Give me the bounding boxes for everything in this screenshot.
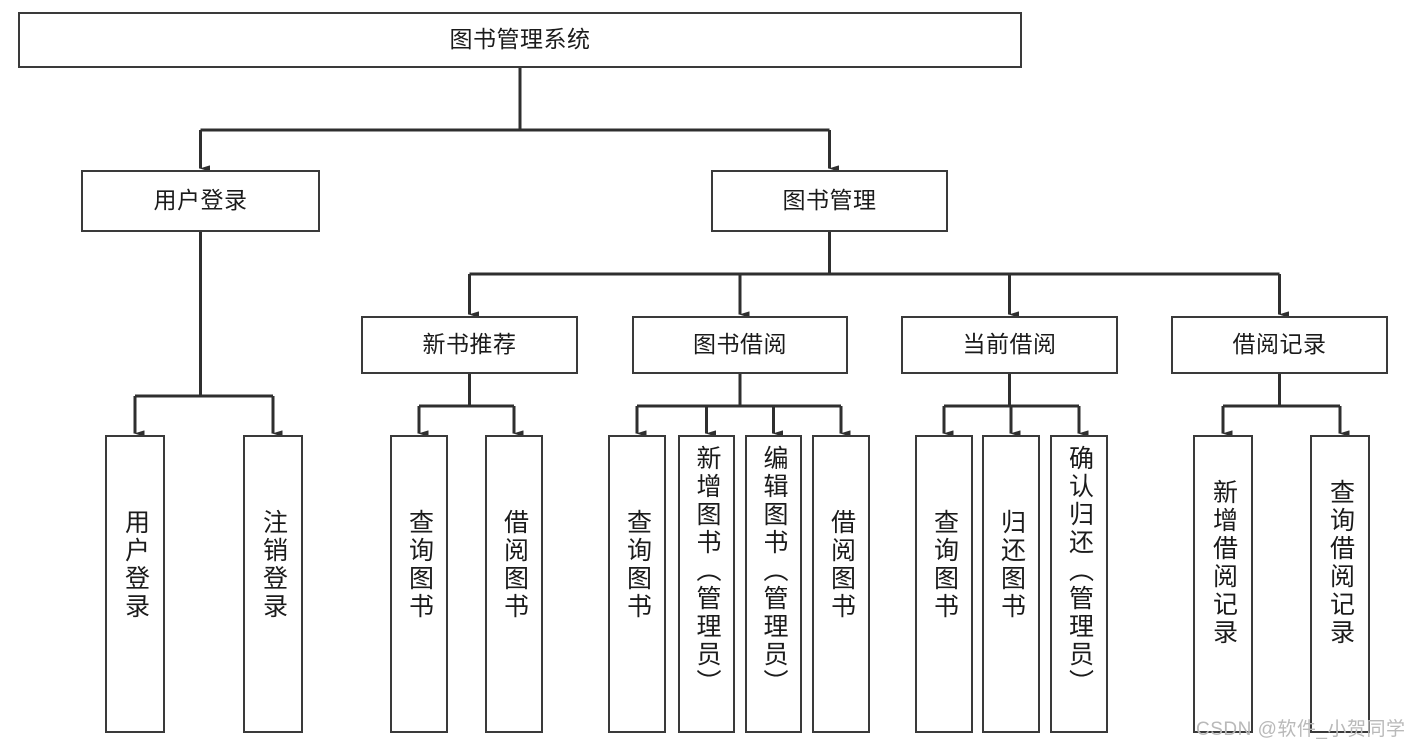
node-label: 借阅图书 <box>500 509 529 621</box>
node-leaf6[interactable]: 新增图书（管理员） <box>678 435 735 733</box>
node-bookmgmt[interactable]: 图书管理 <box>711 170 948 232</box>
node-label: 用户登录 <box>153 187 248 214</box>
node-newbook[interactable]: 新书推荐 <box>361 316 578 374</box>
node-label: 确认归还（管理员） <box>1065 445 1094 697</box>
node-label: 借阅记录 <box>1232 331 1327 358</box>
node-leaf10[interactable]: 归还图书 <box>982 435 1040 733</box>
node-label: 当前借阅 <box>962 331 1057 358</box>
node-label: 查询图书 <box>405 509 434 621</box>
node-leaf8[interactable]: 借阅图书 <box>812 435 870 733</box>
node-root[interactable]: 图书管理系统 <box>18 12 1022 68</box>
node-leaf2[interactable]: 注销登录 <box>243 435 303 733</box>
node-label: 新增借阅记录 <box>1209 479 1238 647</box>
node-label: 新增图书（管理员） <box>693 445 721 697</box>
node-label: 查询图书 <box>623 509 652 621</box>
node-leaf9[interactable]: 查询图书 <box>915 435 973 733</box>
node-records[interactable]: 借阅记录 <box>1171 316 1388 374</box>
node-label: 编辑图书（管理员） <box>760 445 788 697</box>
node-label: 图书借阅 <box>693 331 787 358</box>
node-current[interactable]: 当前借阅 <box>901 316 1118 374</box>
node-leaf5[interactable]: 查询图书 <box>608 435 666 733</box>
node-label: 新书推荐 <box>422 331 517 358</box>
node-label: 用户登录 <box>121 509 150 621</box>
node-leaf13[interactable]: 查询借阅记录 <box>1310 435 1370 733</box>
node-borrow[interactable]: 图书借阅 <box>632 316 848 374</box>
node-leaf12[interactable]: 新增借阅记录 <box>1193 435 1253 733</box>
node-login[interactable]: 用户登录 <box>81 170 320 232</box>
node-label: 查询借阅记录 <box>1326 479 1355 647</box>
node-label: 图书管理 <box>782 187 877 214</box>
node-label: 查询图书 <box>930 509 959 621</box>
node-label: 归还图书 <box>997 509 1026 621</box>
node-label: 借阅图书 <box>827 509 856 621</box>
csdn-watermark: CSDN @软件_小贺同学 <box>1196 719 1405 740</box>
node-label: 注销登录 <box>259 509 288 621</box>
node-leaf4[interactable]: 借阅图书 <box>485 435 543 733</box>
node-leaf3[interactable]: 查询图书 <box>390 435 448 733</box>
node-leaf1[interactable]: 用户登录 <box>105 435 165 733</box>
node-leaf7[interactable]: 编辑图书（管理员） <box>745 435 802 733</box>
node-leaf11[interactable]: 确认归还（管理员） <box>1050 435 1108 733</box>
node-label: 图书管理系统 <box>449 26 591 53</box>
